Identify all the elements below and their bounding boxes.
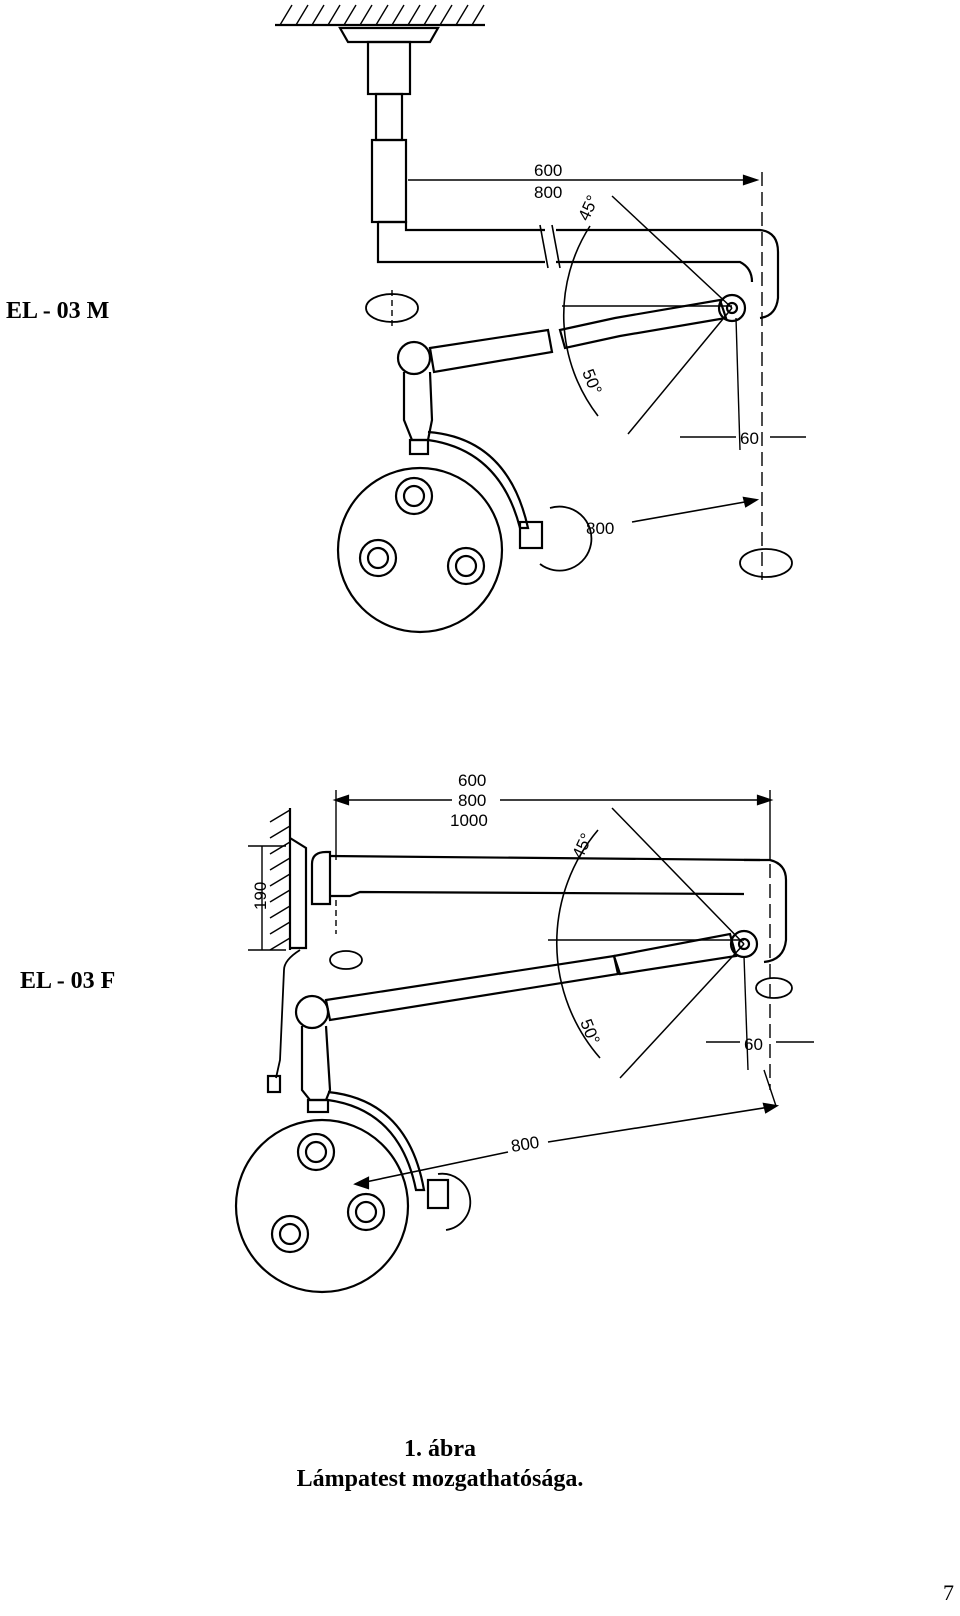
arrowhead-reach-left: [332, 794, 350, 806]
arm-end-housing: [744, 858, 788, 964]
arrowhead-reach-right: [756, 794, 774, 806]
column-lower: [370, 138, 408, 224]
yoke: [327, 1090, 426, 1192]
lamp-bulb-3-inner: [278, 1222, 302, 1246]
arrowhead: [742, 174, 760, 186]
dim-line-arm-right: [547, 1105, 777, 1143]
figure-caption: Lámpatest mozgathatósága.: [296, 1466, 584, 1492]
dim-line-arm-left: [355, 1151, 509, 1185]
column-top: [366, 40, 412, 96]
rotation-arrow-pivot: [739, 548, 793, 578]
horizontal-arm-right: [556, 228, 780, 320]
spring-arm-inner: [324, 954, 620, 1022]
spring-arm-outer: [612, 932, 738, 976]
ceiling-plate: [338, 26, 440, 44]
dim-label-reach-a: 600: [458, 771, 486, 790]
lamp-bulb-2: [346, 1192, 386, 1232]
dim-label-arm: 800: [586, 519, 614, 538]
angle-line-up: [611, 807, 745, 945]
model-label-el03m: EL - 03 M: [6, 298, 110, 324]
dim-arm-extension: [763, 1069, 777, 1107]
lamp-bulb-1: [296, 1132, 336, 1172]
dim-label-reach-b: 800: [534, 183, 562, 202]
arrowhead-arm: [742, 496, 760, 508]
lamp-bulb-2-inner: [366, 546, 390, 570]
wall-hatch: [269, 809, 291, 951]
lamp-bulb-3: [446, 546, 486, 586]
upper-arm: [329, 854, 761, 898]
yoke: [427, 430, 530, 530]
model-label-el03f: EL - 03 F: [20, 968, 116, 994]
rotation-arrow-head: [539, 505, 593, 572]
diagram-ceiling-mount: 600 800 45° 50° 60 800: [275, 4, 806, 634]
spring-arm-inner: [428, 328, 554, 374]
arm-break-mark: [539, 224, 549, 269]
wall-socket: [310, 850, 332, 906]
lamp-bulb-1-inner: [402, 484, 426, 508]
power-cord: [275, 949, 301, 1079]
lamp-bulb-2-inner: [354, 1200, 378, 1224]
elbow-joint: [396, 340, 432, 376]
diagram-wall-mount: 600 800 1000 190 45° 50° 60 800: [234, 771, 814, 1294]
dim-label-reach-a: 600: [534, 161, 562, 180]
power-plug: [266, 1074, 282, 1094]
rotation-arrow-column: [365, 293, 419, 323]
yoke-mount: [306, 1098, 330, 1114]
angle-arc: [556, 829, 601, 1059]
lamp-bulb-2: [358, 538, 398, 578]
horizontal-arm-left: [376, 220, 545, 264]
lamp-bulb-1-inner: [304, 1140, 328, 1164]
dim-label-reach-b: 800: [458, 791, 486, 810]
lamp-head: [234, 1118, 410, 1294]
lamp-head: [336, 466, 504, 634]
yoke-mount: [408, 438, 430, 456]
dim-label-offset: 60: [744, 1035, 763, 1054]
lamp-bulb-1: [394, 476, 434, 516]
dim-line-arm: [631, 499, 757, 523]
rotation-arrow-head: [437, 1172, 472, 1231]
figure-number: 1. ábra: [404, 1436, 476, 1462]
angle-line-down: [619, 943, 745, 1079]
pivot-center: [737, 937, 751, 951]
ceiling-hatch: [279, 4, 485, 26]
drop-tube: [402, 371, 434, 442]
angle-label-down: 50°: [576, 1016, 603, 1047]
pivot-axis: [735, 317, 741, 451]
arm-break-mark-2: [551, 224, 561, 269]
rotation-arrow-pivot: [755, 977, 793, 999]
dim-label-reach-c: 1000: [450, 811, 488, 830]
lamp-bulb-3-inner: [454, 554, 478, 578]
dim-label-height: 190: [251, 882, 270, 910]
pivot-axis: [743, 955, 749, 1071]
handle-knob: [426, 1178, 450, 1210]
angle-arc: [562, 225, 599, 417]
spring-arm-outer: [558, 298, 728, 350]
rotation-arrow-socket: [329, 950, 363, 970]
angle-line-up: [611, 195, 733, 309]
pivot-center: [725, 301, 739, 315]
arrowhead-arm-left: [353, 1176, 370, 1190]
dim-label-offset: 60: [740, 429, 759, 448]
page-number: 7: [943, 1580, 954, 1605]
lamp-bulb-3: [270, 1214, 310, 1254]
angle-label-up: 45°: [568, 830, 596, 861]
drop-tube: [300, 1025, 332, 1102]
column-mid: [374, 92, 404, 142]
wall-bracket: [289, 837, 308, 950]
angle-label-up: 45°: [574, 192, 602, 223]
arrowhead-arm-right: [762, 1102, 780, 1114]
angle-line-down: [627, 307, 733, 435]
handle-knob: [518, 520, 544, 550]
elbow-joint: [294, 994, 330, 1030]
dim-label-arm: 800: [510, 1133, 541, 1156]
pivot-joint: [717, 293, 747, 323]
